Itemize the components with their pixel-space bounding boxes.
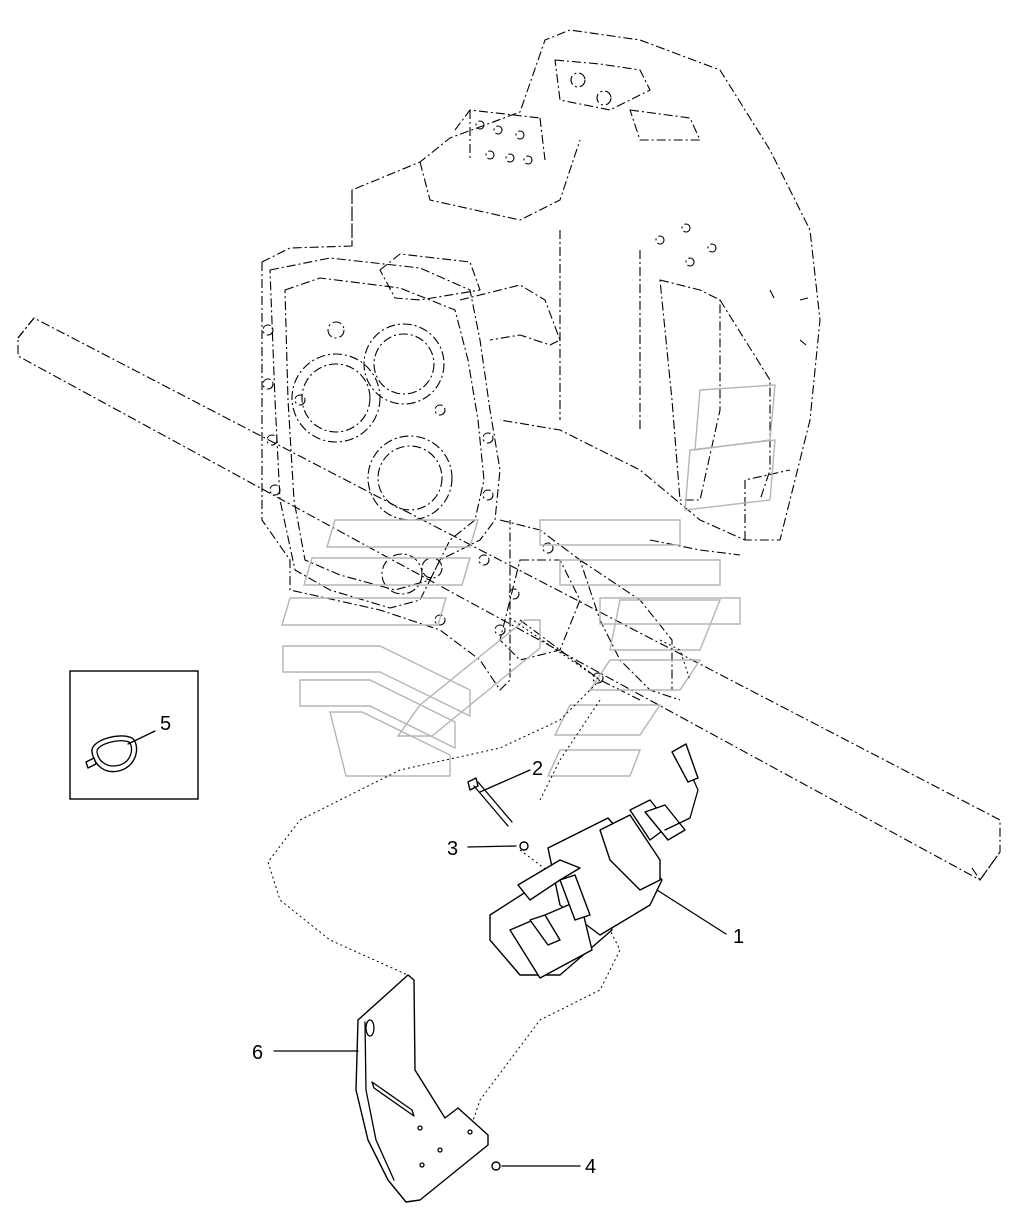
part-5-o-ring[interactable] — [85, 735, 138, 773]
callout-2: 2 — [532, 758, 543, 780]
callout-6: 6 — [252, 1042, 263, 1064]
part-4-nut[interactable] — [491, 1161, 501, 1171]
part-2-bolt[interactable] — [467, 777, 513, 827]
callout-1: 1 — [733, 926, 744, 948]
callout-5: 5 — [160, 713, 171, 735]
part-6-bracket[interactable] — [355, 974, 489, 1203]
callout-4: 4 — [585, 1156, 596, 1178]
part-1-actuator[interactable] — [489, 743, 699, 979]
brand-logo-watermark — [281, 384, 776, 777]
callout-3: 3 — [447, 838, 458, 860]
leader-lines — [127, 730, 727, 1167]
assembly-path-lines — [267, 617, 691, 1131]
transmission-housing-phantom — [17, 29, 1001, 881]
inset-frame — [69, 670, 199, 800]
part-3-nut[interactable] — [519, 841, 529, 851]
